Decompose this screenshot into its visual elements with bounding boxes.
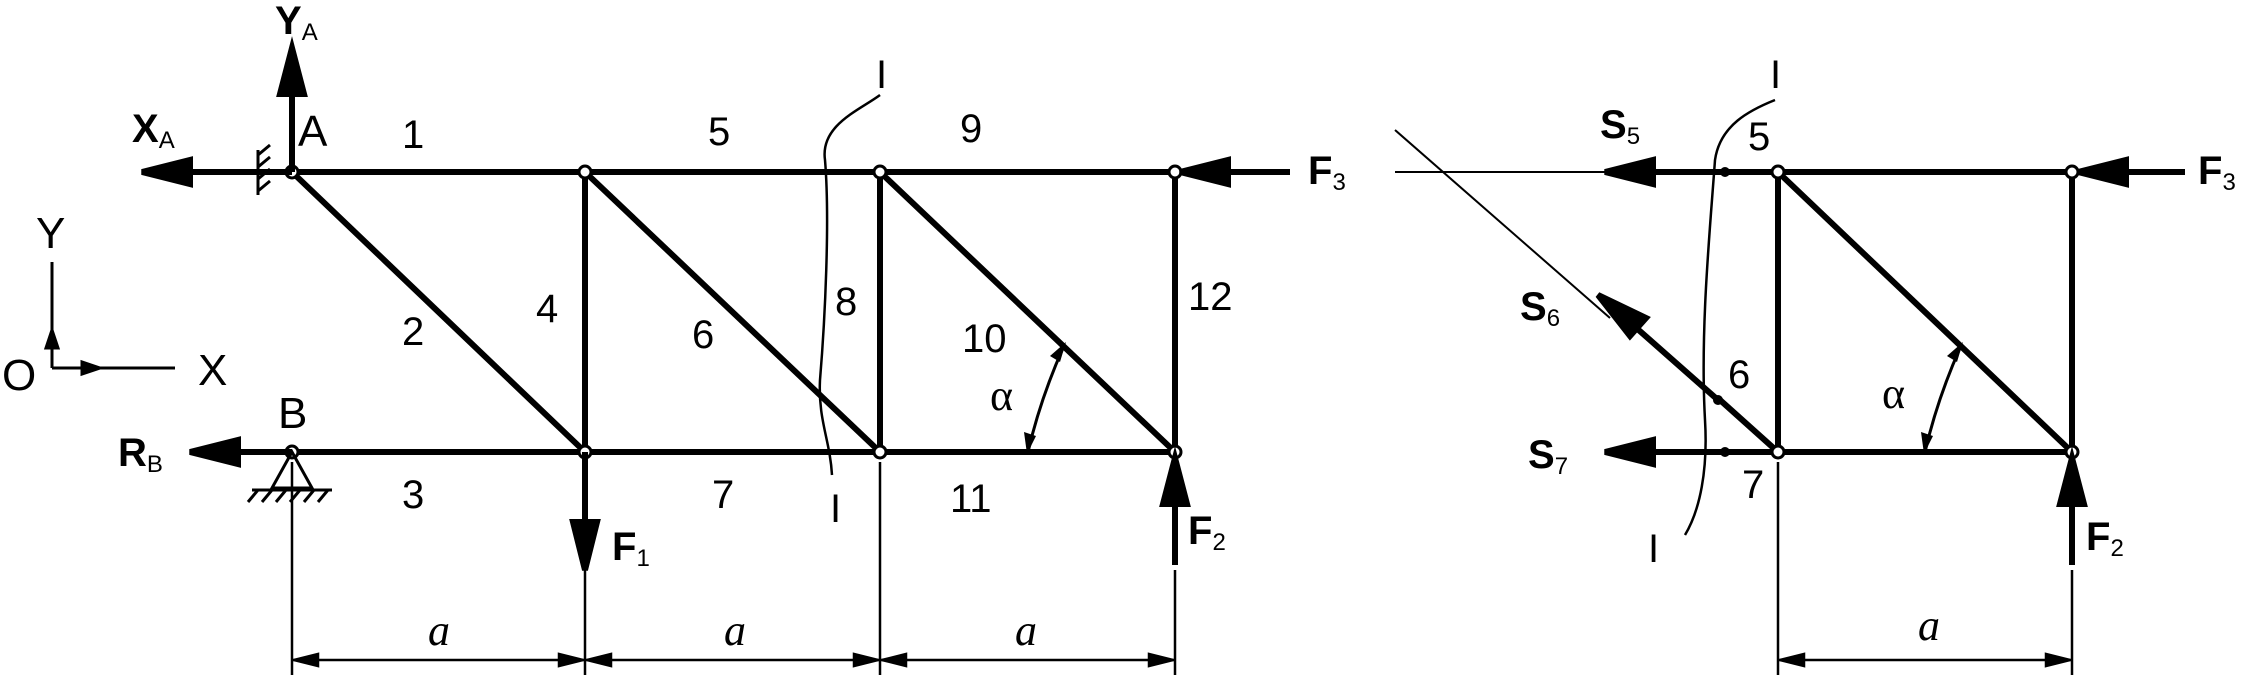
- label-S6: S6: [1520, 285, 1560, 332]
- section-label-top-right: I: [1770, 53, 1781, 97]
- joint: [577, 164, 593, 180]
- member-label: 2: [402, 310, 424, 354]
- left-truss: [289, 169, 1178, 455]
- dim-a: a: [724, 606, 746, 655]
- section-line-right: [1683, 98, 1776, 536]
- label-F2: F2: [1188, 509, 1226, 556]
- member-label: 10: [962, 317, 1007, 361]
- left-forces: [141, 36, 1290, 571]
- label-A: A: [298, 107, 328, 156]
- right-truss: [1394, 129, 2075, 455]
- support-B-icon: [246, 448, 332, 503]
- member-6: [582, 169, 883, 455]
- axis-O-label: O: [2, 351, 36, 400]
- dimension-lines-left: [290, 462, 1177, 675]
- member-label: 9: [960, 107, 982, 151]
- dimension-lines-right: [1776, 462, 2074, 675]
- joint: [872, 444, 888, 460]
- section-label-bottom-right: I: [1648, 527, 1659, 571]
- alpha-label-right: α: [1882, 369, 1905, 418]
- member-label: 11: [950, 477, 992, 521]
- label-F3-right: F3: [2198, 149, 2236, 196]
- label-S7: S7: [1528, 433, 1568, 480]
- member-label: 6: [692, 313, 714, 357]
- right-forces: [1595, 156, 2185, 565]
- member-label: 4: [536, 287, 558, 331]
- alpha-label: α: [990, 371, 1013, 420]
- force-S6-arrow: [1623, 315, 1720, 403]
- axis-Y-label: Y: [36, 209, 65, 258]
- label-XA: XA: [132, 107, 175, 154]
- label-B: B: [278, 389, 307, 438]
- cut-points: [1713, 167, 1730, 457]
- member-label: 1: [402, 113, 424, 157]
- label-YA: YA: [275, 0, 318, 46]
- axis-X-label: X: [198, 346, 227, 395]
- member-label: 6: [1728, 353, 1750, 397]
- dim-a: a: [428, 606, 450, 655]
- member-label: 7: [712, 473, 734, 517]
- label-F2-right: F2: [2086, 515, 2124, 562]
- member-10-right: [1775, 169, 2075, 455]
- label-S5: S5: [1600, 103, 1640, 150]
- joint: [872, 164, 888, 180]
- joint: [1167, 164, 1183, 180]
- member-label: 3: [402, 473, 424, 517]
- member-10: [877, 169, 1178, 455]
- label-RB: RB: [118, 431, 163, 478]
- section-label-top: I: [876, 53, 887, 97]
- coordinate-axes: [43, 262, 175, 377]
- member-6-cut: [1717, 397, 1781, 455]
- member-label: 12: [1188, 275, 1233, 319]
- dim-a-right: a: [1918, 601, 1940, 650]
- section-label-bottom: I: [830, 487, 841, 531]
- member-label: 8: [835, 280, 857, 324]
- section-line-left: [818, 93, 881, 476]
- dim-a: a: [1015, 606, 1037, 655]
- label-F1: F1: [612, 525, 650, 572]
- s6-line-of-action: [1394, 129, 1611, 319]
- member-label: 5: [1748, 115, 1770, 159]
- member-2: [289, 169, 588, 455]
- label-F3: F3: [1308, 149, 1346, 196]
- member-label: 5: [708, 110, 730, 154]
- member-label: 7: [1742, 463, 1764, 507]
